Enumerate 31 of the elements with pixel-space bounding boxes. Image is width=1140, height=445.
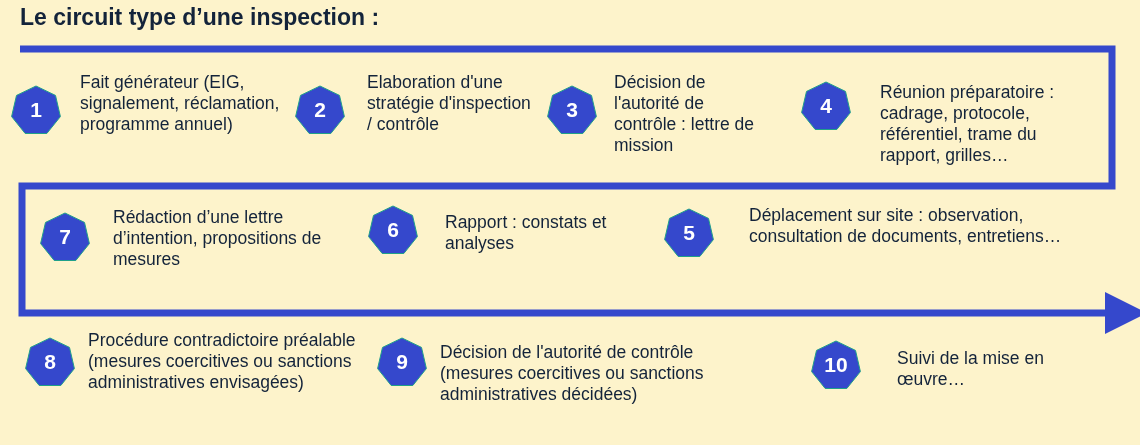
step-number: 6 bbox=[387, 218, 399, 242]
step-heptagon bbox=[39, 211, 91, 263]
step-description: Elaboration d'une stratégie d'inspection / contrôle bbox=[367, 72, 532, 135]
step-heptagon bbox=[24, 336, 76, 388]
step-description: Décision de l'autorité de contrôle (mesures coercitives ou sanctions administratives décidées) bbox=[440, 342, 705, 405]
title: Le circuit type d’une inspection : bbox=[20, 4, 380, 31]
step-number: 2 bbox=[314, 98, 326, 122]
step-number: 5 bbox=[683, 221, 695, 245]
step-heptagon bbox=[810, 339, 862, 391]
step-number: 7 bbox=[59, 225, 71, 249]
step-description: Rapport : constats et analyses bbox=[445, 212, 608, 254]
step-number: 1 bbox=[30, 98, 42, 122]
step-number: 10 bbox=[824, 353, 848, 377]
step-number: 4 bbox=[820, 94, 832, 118]
step-description: Réunion préparatoire : cadrage, protocole, référentiel, trame du rapport, grilles… bbox=[880, 82, 1056, 166]
step-description: Déplacement sur site : observation, consultation de documents, entretiens… bbox=[749, 205, 1063, 247]
step-heptagon bbox=[800, 80, 852, 132]
step-description: Décision de l'autorité de contrôle : lettre de mission bbox=[614, 72, 756, 156]
step-description: Procédure contradictoire préalable (mesures coercitives ou sanctions administratives envisagées) bbox=[88, 330, 357, 393]
step-number: 3 bbox=[566, 98, 578, 122]
step-heptagon bbox=[376, 336, 428, 388]
step-heptagon bbox=[546, 84, 598, 136]
step-description: Fait générateur (EIG, signalement, réclamation, programme annuel) bbox=[80, 72, 281, 135]
step-description: Rédaction d’une lettre d’intention, propositions de mesures bbox=[113, 207, 323, 270]
step-heptagon bbox=[294, 84, 346, 136]
step-number: 9 bbox=[396, 350, 408, 374]
step-description: Suivi de la mise en œuvre… bbox=[897, 348, 1045, 390]
step-heptagon bbox=[10, 84, 62, 136]
step-number: 8 bbox=[44, 350, 56, 374]
step-heptagon bbox=[367, 204, 419, 256]
step-heptagon bbox=[663, 207, 715, 259]
